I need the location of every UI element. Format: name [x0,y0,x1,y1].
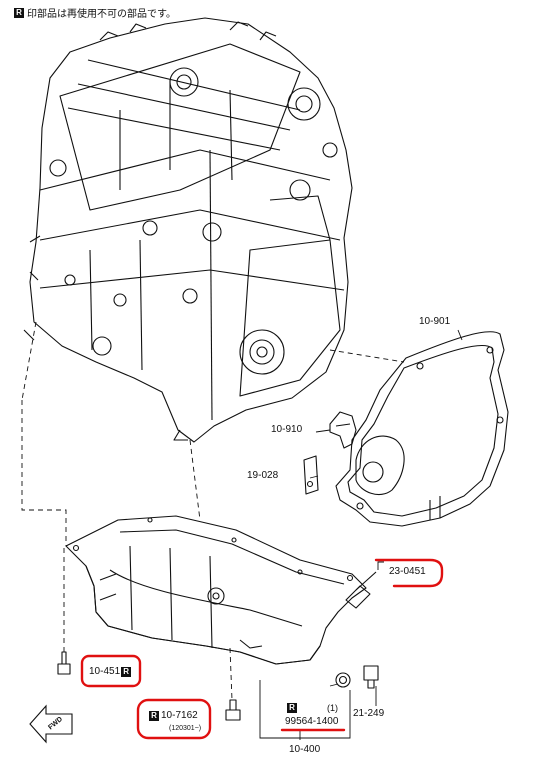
part-label-19-028: 19-028 [246,470,280,482]
part-label-10-910: 10-910 [270,424,304,436]
drain-plug [335,665,379,689]
highlight-10-451 [80,654,142,688]
fwd-arrow-icon [29,704,73,744]
highlight-10-7162 [136,698,212,740]
bracket-19-028 [303,455,319,495]
part-label-23-0451: 23-0451 [388,566,427,578]
part-number-10-7162: 10-7162 [161,710,198,721]
highlight-marks [80,558,444,740]
part-label-10-451: 10-451 R [88,666,133,678]
part-number-10-451: 10-451 [89,666,121,677]
oil-level-sensor [345,571,377,609]
reuse-mark-10-7162: R [149,711,159,721]
quantity-99564: (1) [326,702,339,714]
part-label-10-7162: R 10-7162 [148,710,199,722]
bolt-10-451 [57,651,71,675]
callout-lines [259,329,463,740]
oil-pan [65,515,367,665]
leader-lines [21,321,405,701]
highlight-23-0451 [374,558,444,588]
part-label-21-249: 21-249 [352,708,386,720]
part-label-99564-1400: 99564-1400 [284,716,340,728]
reuse-note-text: 印部品は再使用不可の部品です。 [27,9,176,20]
part-label-10-901: 10-901 [418,316,452,328]
seal-10-910 [329,411,357,449]
reuse-mark-10-451: R [121,667,132,677]
part-label-10-400: 10-400 [288,744,322,756]
reuse-note: R 印部品は再使用不可の部品です。 [14,5,176,20]
reuse-mark: R [14,7,24,18]
engine-block [23,17,353,443]
part-note-10-7162: (120301~) [168,723,203,735]
gasket-10-901 [335,331,509,527]
reuse-mark-99564: R [287,703,297,713]
bolt-10-7162 [225,699,241,721]
